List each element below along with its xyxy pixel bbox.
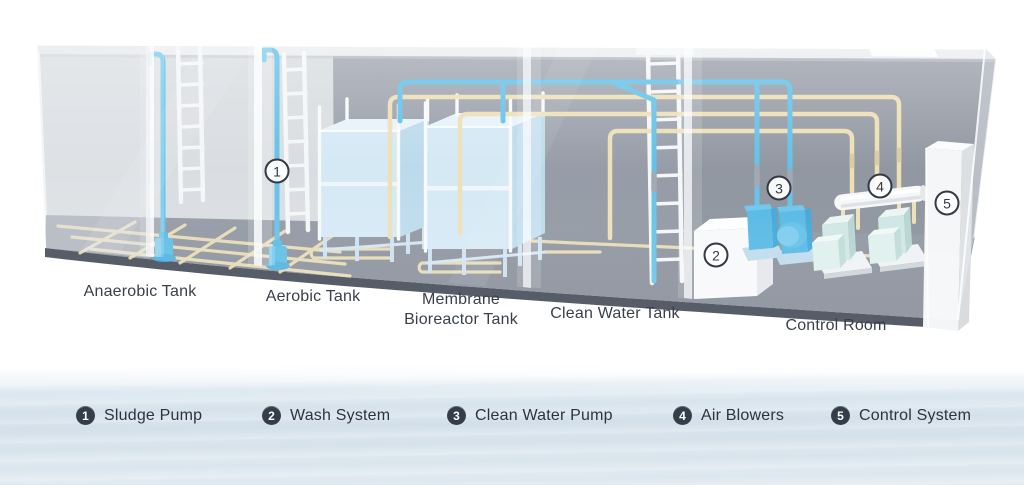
label-aerobic-tank: Aerobic Tank [265, 288, 361, 305]
legend-badge-2: 2 [262, 406, 281, 425]
legend-item-air-blowers: 4 Air Blowers [673, 406, 784, 425]
legend-badge-4: 4 [673, 406, 692, 425]
callout-circle-clean-water-pump: 3 [766, 175, 792, 201]
legend-item-wash-system: 2 Wash System [262, 406, 390, 425]
legend-item-clean-water-pump: 3 Clean Water Pump [447, 406, 613, 425]
legend-badge-5: 5 [831, 406, 850, 425]
label-membrane-line1: Membrane [421, 291, 501, 308]
legend-water-background [0, 366, 1024, 485]
legend-badge-1: 1 [76, 406, 95, 425]
label-clean-water-tank: Clean Water Tank [550, 305, 680, 322]
callout-circle-wash-system: 2 [703, 242, 729, 268]
label-control-room: Control Room [785, 317, 887, 334]
callout-circle-control-system: 5 [934, 190, 960, 216]
legend-badge-3: 3 [447, 406, 466, 425]
label-membrane-line2: Bioreactor Tank [404, 311, 518, 328]
legend-label-sludge-pump: Sludge Pump [104, 407, 203, 424]
legend-item-control-system: 5 Control System [831, 406, 971, 425]
label-membrane-bioreactor-tank: Membrane Bioreactor Tank [404, 290, 518, 330]
legend-label-air-blowers: Air Blowers [701, 407, 785, 424]
callout-circle-sludge-pump: 1 [264, 158, 290, 184]
legend-item-sludge-pump: 1 Sludge Pump [76, 406, 202, 425]
legend-label-wash-system: Wash System [290, 407, 391, 424]
legend-label-clean-water-pump: Clean Water Pump [475, 407, 613, 424]
legend-label-control-system: Control System [859, 407, 972, 424]
callout-circle-air-blowers: 4 [867, 173, 893, 199]
glass-shell [34, 42, 997, 321]
label-anaerobic-tank: Anaerobic Tank [83, 283, 197, 300]
